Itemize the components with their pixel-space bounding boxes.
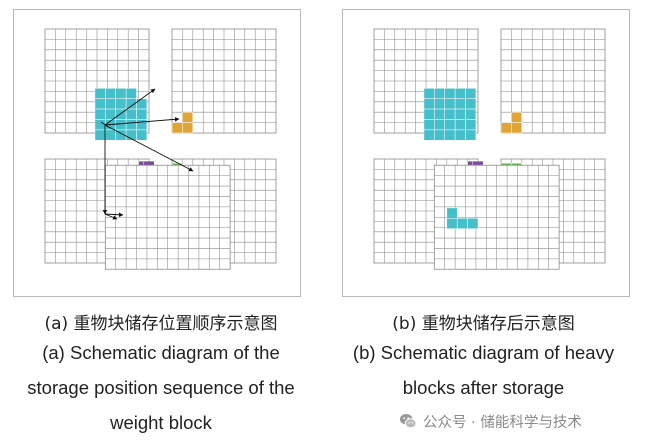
arrow-origin-tick [100, 121, 111, 129]
teal-block-cell [454, 119, 466, 131]
orange-block-cell [511, 122, 523, 134]
teal-corner-block-cell [456, 218, 468, 229]
teal-block-cell [115, 88, 127, 99]
teal-block [423, 88, 477, 141]
teal-block-cell [94, 88, 106, 99]
orange-block-cell [182, 111, 194, 123]
inner-grid-bottom-left-lines [434, 165, 560, 270]
teal-block-cell [465, 98, 477, 110]
caption-b: (b) 重物块储存后示意图 (b) Schematic diagram of h… [322, 313, 645, 405]
teal-corner-block-cell [446, 218, 458, 229]
teal-block-cell [444, 108, 456, 120]
orange-block [171, 111, 194, 134]
teal-block-cell [125, 108, 137, 120]
teal-block-cell [444, 119, 456, 131]
orange-block-cell [171, 122, 183, 134]
teal-corner-block-cell [446, 207, 458, 219]
teal-block-cell [423, 119, 435, 131]
orange-block-cell [511, 111, 523, 123]
teal-block-cell [94, 129, 106, 141]
watermark-text: 公众号 · 储能科学与技术 [423, 414, 582, 431]
sequence-arrow [104, 213, 118, 220]
teal-block-cell [115, 98, 127, 110]
teal-block-cell [105, 98, 116, 110]
teal-block-cell [454, 88, 466, 99]
teal-block-cell [94, 108, 106, 120]
orange-block [500, 111, 523, 134]
watermark: 公众号 · 储能科学与技术 [395, 410, 586, 432]
teal-block-cell [136, 119, 148, 131]
sequence-arrow [104, 212, 124, 218]
teal-block-cell [465, 108, 477, 120]
teal-block-cell [125, 88, 137, 99]
teal-block-cell [444, 98, 456, 110]
teal-block-cell [136, 98, 148, 110]
panel-a [13, 9, 301, 297]
teal-block-cell [444, 88, 456, 99]
diagram-a [13, 9, 301, 297]
teal-block-cell [434, 129, 445, 141]
teal-block-cell [94, 98, 106, 110]
teal-block-cell [465, 129, 477, 141]
teal-block-cell [423, 129, 435, 141]
caption-b-cn: (b) 重物块储存后示意图 [392, 314, 575, 334]
teal-block-cell [423, 88, 435, 99]
orange-block-cell [182, 122, 194, 134]
caption-a-en-line1: (a) Schematic diagram of the [42, 342, 280, 363]
teal-corner-block-cell [467, 218, 479, 229]
teal-block-cell [434, 98, 445, 110]
grid-top-right-lines [501, 29, 605, 133]
teal-block-cell [105, 88, 116, 99]
teal-block-cell [454, 98, 466, 110]
teal-block-cell [454, 108, 466, 120]
teal-corner-block [446, 207, 479, 229]
teal-block-cell [423, 108, 435, 120]
caption-a-en-line3: weight block [110, 412, 212, 433]
teal-block-cell [94, 119, 106, 131]
sequence-arrow [104, 88, 156, 126]
panel-b [342, 9, 630, 297]
diagram-b [342, 9, 630, 297]
sequence-arrows [100, 88, 194, 220]
teal-block-cell [115, 119, 127, 131]
teal-block-cell [434, 108, 445, 120]
teal-block-cell [125, 119, 137, 131]
wechat-icon [399, 413, 417, 429]
teal-block [94, 88, 148, 141]
sequence-arrow [104, 117, 180, 126]
teal-block-cell [434, 119, 445, 131]
teal-block-cell [465, 88, 477, 99]
caption-a-en-line2: storage position sequence of the [27, 377, 295, 398]
teal-block-cell [444, 129, 456, 141]
teal-block-cell [136, 108, 148, 120]
orange-block-cell [500, 122, 512, 134]
teal-block-cell [454, 129, 466, 141]
teal-block-cell [465, 119, 477, 131]
teal-block-cell [423, 98, 435, 110]
caption-a-cn: (a) 重物块储存位置顺序示意图 [44, 314, 278, 334]
caption-b-en-line1: (b) Schematic diagram of heavy [352, 342, 615, 363]
inner-grid-bottom-left [104, 164, 231, 270]
teal-block-cell [105, 129, 116, 141]
grid-top-right-lines [172, 29, 276, 133]
sequence-arrow [104, 124, 194, 172]
caption-b-en-line2: blocks after storage [402, 377, 565, 398]
teal-block-cell [136, 129, 148, 141]
teal-block-cell [434, 88, 445, 99]
caption-a: (a) 重物块储存位置顺序示意图 (a) Schematic diagram o… [0, 313, 322, 440]
